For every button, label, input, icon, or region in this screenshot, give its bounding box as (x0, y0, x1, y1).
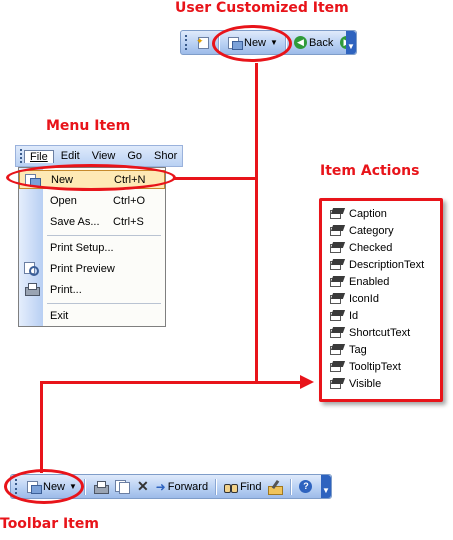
forward-arrow-icon: ➜ (155, 479, 166, 494)
action-label: Category (349, 225, 394, 237)
toolbar-options-chevron-icon[interactable]: ▼ (346, 31, 356, 54)
action-icon-id[interactable]: IconId (330, 293, 379, 305)
menu-item-label: Print... (50, 283, 82, 296)
menu-item-shortcut: Ctrl+S (113, 215, 144, 228)
action-tag[interactable]: Tag (330, 344, 367, 356)
menubar-go[interactable]: Go (127, 150, 143, 162)
menu-item-save-as[interactable]: Save As... Ctrl+S (19, 212, 165, 231)
connector-bottom-vertical (40, 381, 43, 473)
file-menu-dropdown: New Ctrl+N Open Ctrl+O Save As... Ctrl+S… (18, 167, 166, 327)
toolbar-separator (290, 478, 293, 495)
action-caption[interactable]: Caption (330, 208, 387, 220)
printer-icon (93, 480, 109, 494)
action-label: TooltipText (349, 361, 401, 373)
label-user-customized-item: User Customized Item (175, 0, 349, 16)
action-label: Visible (349, 378, 382, 390)
action-checked[interactable]: Checked (330, 242, 392, 254)
menubar-file[interactable]: File (24, 149, 54, 163)
highlight-oval-menu (6, 164, 176, 191)
print-preview-icon (24, 262, 39, 276)
action-label: Caption (349, 208, 387, 220)
menu-item-label: Print Preview (50, 262, 115, 275)
label-item-actions: Item Actions (320, 163, 420, 179)
property-icon (330, 344, 346, 356)
connector-menu-horizontal (174, 177, 258, 180)
back-button-label: Back (308, 36, 334, 49)
action-enabled[interactable]: Enabled (330, 276, 389, 288)
menu-separator (47, 303, 161, 304)
action-shortcut-text[interactable]: ShortcutText (330, 327, 410, 339)
menu-item-print-setup[interactable]: Print Setup... (19, 238, 165, 257)
menu-icon-strip (19, 168, 43, 326)
action-label: Id (349, 310, 359, 322)
menu-item-label: Exit (50, 309, 69, 322)
menu-item-exit[interactable]: Exit (19, 306, 165, 325)
action-tooltip-text[interactable]: TooltipText (330, 361, 401, 373)
property-icon (330, 225, 346, 237)
toolbar-grip[interactable] (185, 35, 188, 50)
property-icon (330, 293, 346, 305)
action-label: IconId (349, 293, 379, 305)
menubar-grip[interactable] (20, 148, 22, 164)
action-label: Checked (349, 242, 393, 254)
action-id[interactable]: Id (330, 310, 358, 322)
edit-icon (268, 479, 284, 495)
edit-button[interactable] (266, 477, 285, 496)
item-actions-panel: Caption Category Checked DescriptionText… (319, 198, 443, 402)
toolbar-separator (215, 478, 218, 495)
forward-button[interactable]: ➜ Forward (154, 477, 210, 496)
property-icon (330, 327, 346, 339)
menu-separator (47, 235, 161, 236)
highlight-oval-top (212, 25, 292, 62)
toolbar-separator (83, 478, 86, 495)
property-icon (330, 259, 346, 271)
action-visible[interactable]: Visible (330, 378, 381, 390)
action-label: ShortcutText (349, 327, 411, 339)
action-category[interactable]: Category (330, 225, 394, 237)
customize-icon: ✦ (196, 36, 211, 50)
arrowhead (300, 375, 314, 389)
property-icon (330, 378, 346, 390)
menu-item-print-preview[interactable]: Print Preview (19, 259, 165, 278)
find-button-label: Find (240, 480, 262, 493)
help-icon: ? (299, 480, 313, 493)
copy-icon (114, 479, 130, 494)
delete-button[interactable]: ✕ (135, 477, 151, 496)
forward-button-label: Forward (167, 480, 209, 493)
print-button[interactable] (91, 477, 110, 496)
action-label: Tag (349, 344, 367, 356)
property-icon (330, 208, 346, 220)
property-icon (330, 310, 346, 322)
action-description-text[interactable]: DescriptionText (330, 259, 424, 271)
delete-x-icon: ✕ (136, 478, 149, 494)
highlight-oval-bottom (4, 469, 84, 504)
menu-item-open[interactable]: Open Ctrl+O (19, 191, 165, 210)
menu-item-label: Save As... (50, 215, 100, 228)
menubar-view[interactable]: View (91, 150, 116, 162)
action-label: Enabled (349, 276, 390, 288)
label-toolbar-item: Toolbar Item (0, 516, 99, 532)
menubar-shortcuts[interactable]: Shor (154, 150, 178, 162)
label-menu-item: Menu Item (46, 118, 131, 134)
menubar-edit[interactable]: Edit (60, 150, 80, 162)
help-button[interactable]: ? (297, 477, 314, 496)
back-arrow-icon: ◀ (293, 36, 307, 49)
menu-item-label: Open (50, 194, 77, 207)
find-button[interactable]: Find (222, 477, 263, 496)
property-icon (330, 276, 346, 288)
toolbar-options-chevron-icon[interactable]: ▼ (321, 475, 331, 498)
printer-icon (24, 283, 40, 297)
menu-item-shortcut: Ctrl+O (113, 194, 146, 207)
customize-button[interactable]: ✦ (194, 33, 213, 52)
connector-bottom-horizontal (40, 381, 308, 384)
copy-button[interactable] (113, 477, 132, 496)
action-label: DescriptionText (349, 259, 425, 271)
binoculars-icon (224, 482, 239, 493)
property-icon (330, 361, 346, 373)
property-icon (330, 242, 346, 254)
connector-top-vertical (255, 63, 258, 383)
menu-item-print[interactable]: Print... (19, 280, 165, 299)
menu-item-label: Print Setup... (50, 241, 114, 254)
back-button[interactable]: ◀ Back (292, 33, 335, 52)
